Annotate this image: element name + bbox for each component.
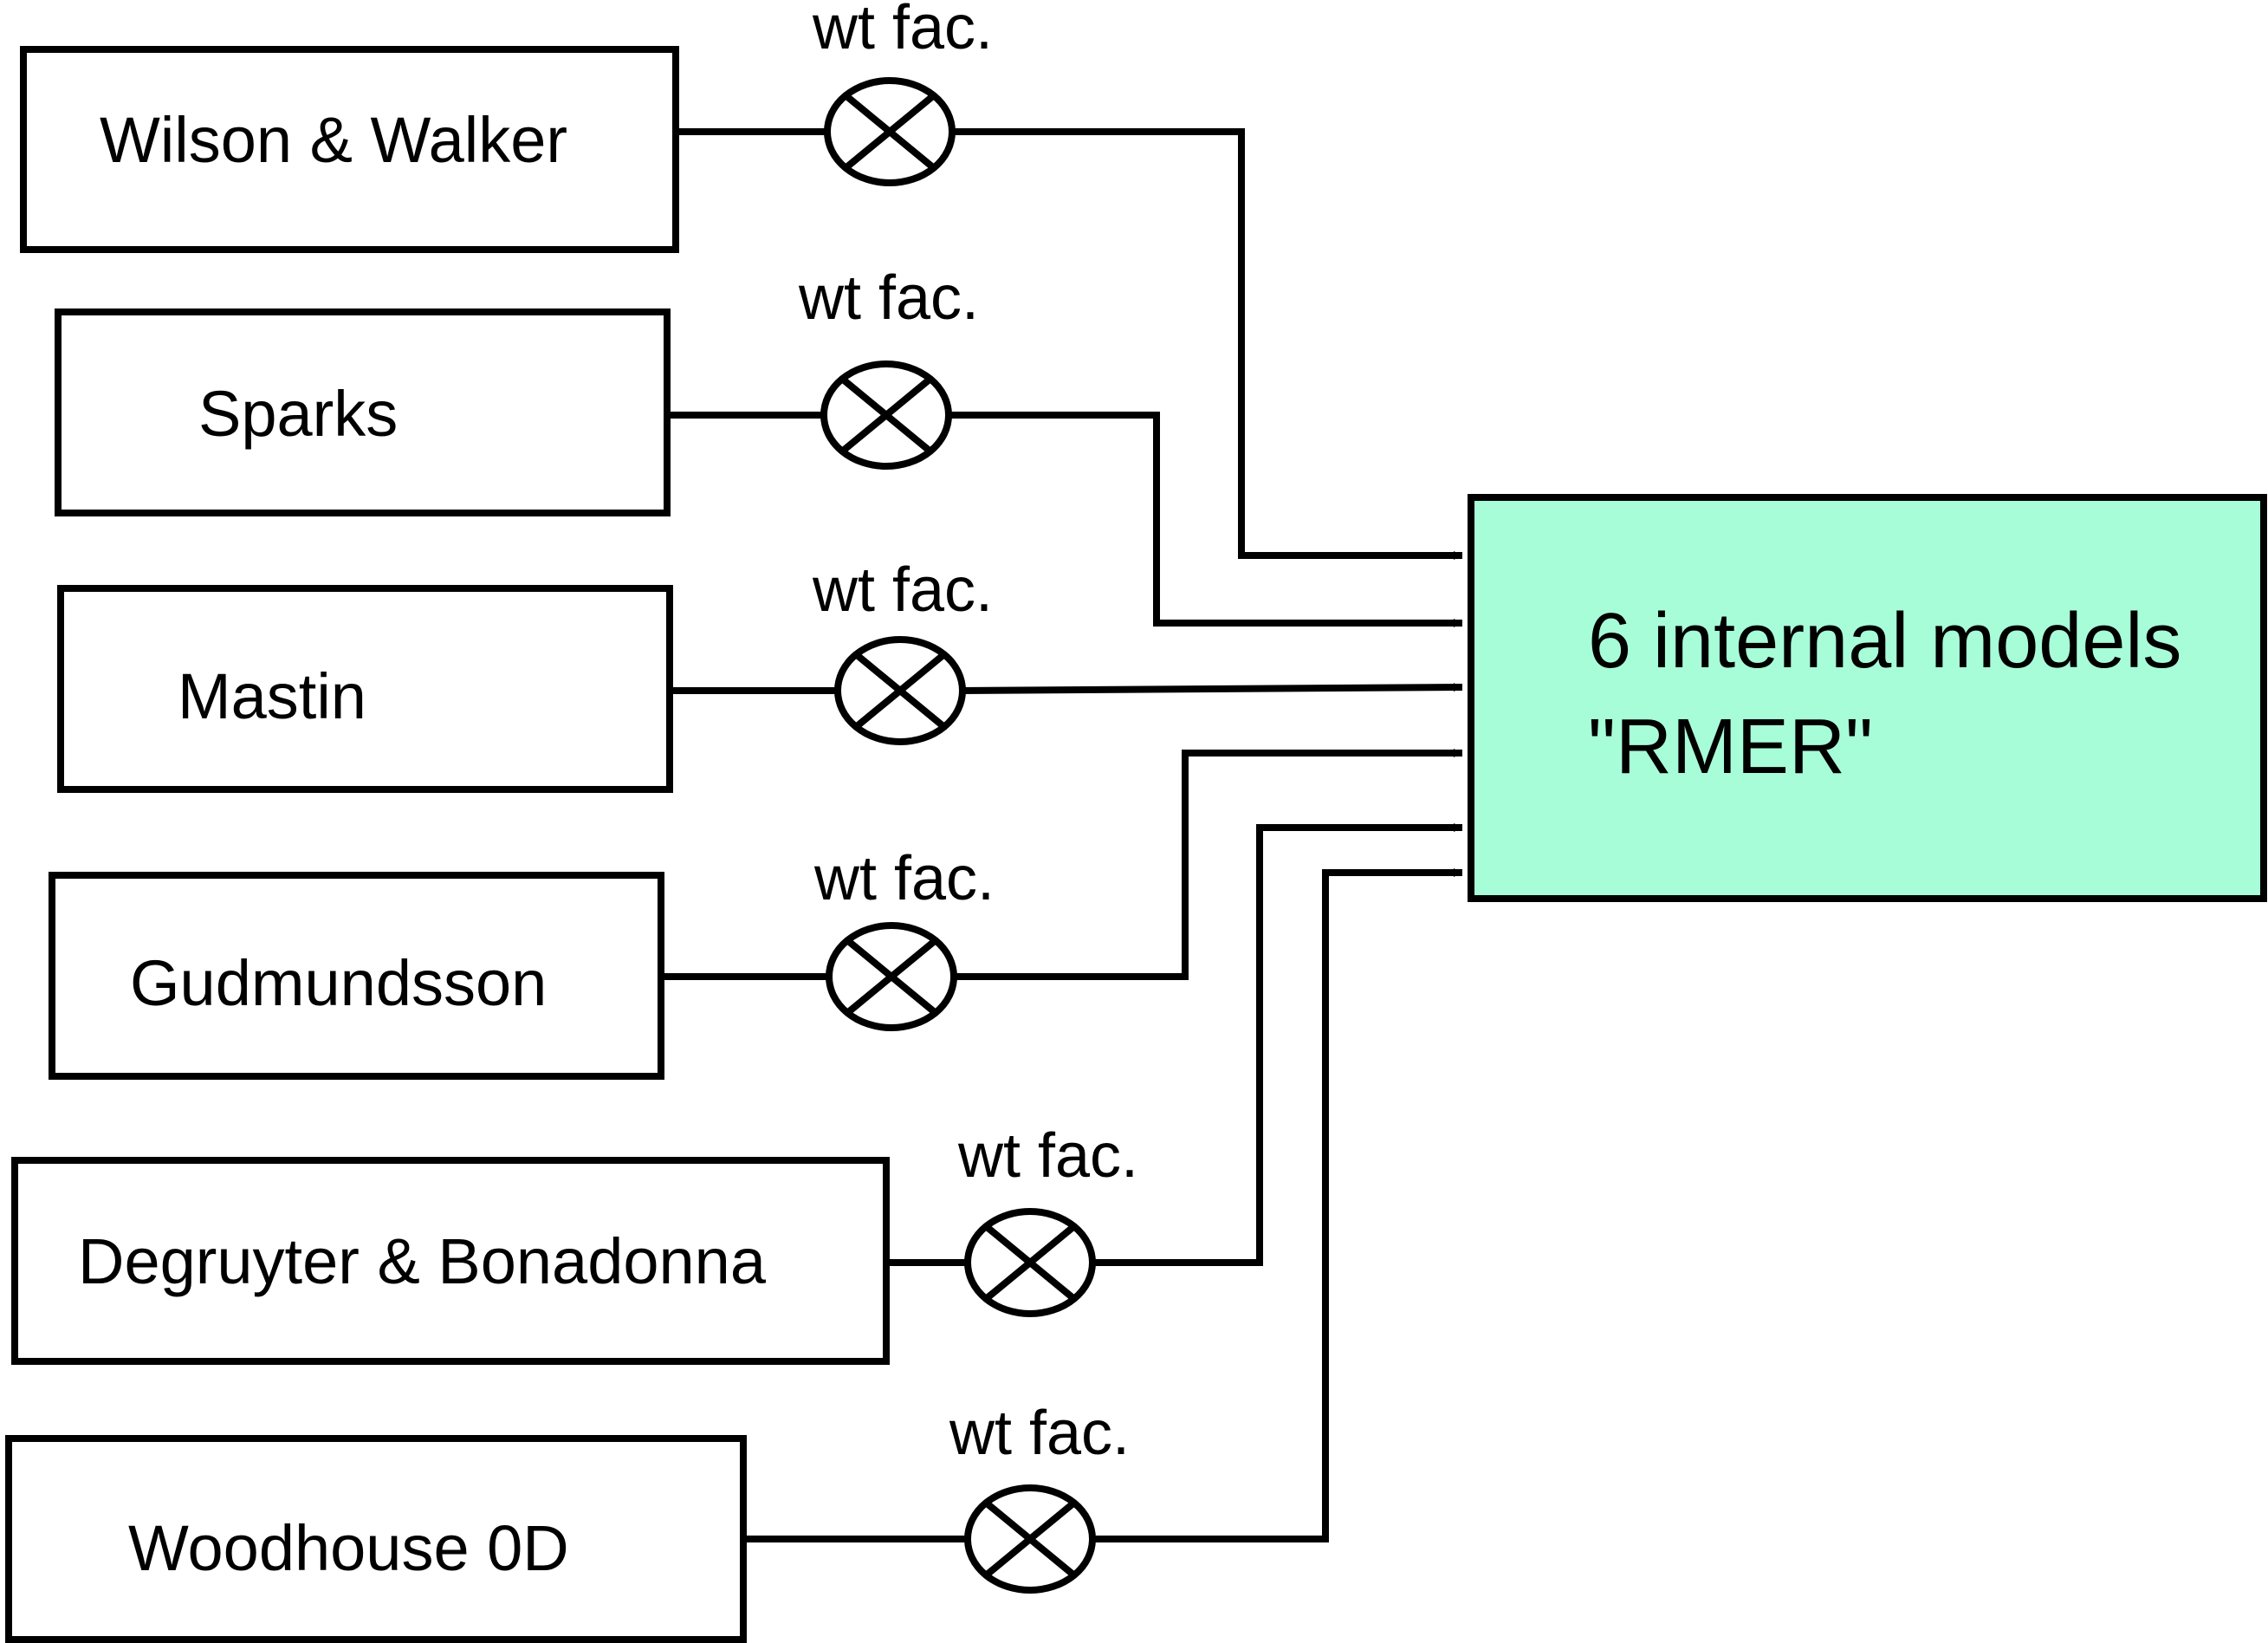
multiplier-icon [964,1208,1096,1317]
connector-line [661,753,1462,980]
weight-factor-label: wt fac. [949,1399,1130,1468]
weight-factor-label: wt fac. [813,844,995,913]
source-box [20,46,679,253]
source-label: Gudmundsson [130,947,547,1019]
rmer-target-node: 6 internal models "RMER" [1468,494,2267,902]
rmer-target-box [1468,494,2267,902]
source-label: Wilson & Walker [100,104,567,176]
connector-line [886,828,1462,1266]
weight-factor-label: wt fac. [798,263,979,333]
source-node-sparks: Sparks wt fac. [55,263,1462,623]
source-node-wilson-walker: Wilson & Walker wt fac. [20,0,1462,555]
target-subtitle: "RMER" [1588,704,1873,790]
source-label: Degruyter & Bonadonna [78,1225,767,1297]
source-node-degruyter-bonadonna: Degruyter & Bonadonna wt fac. [11,828,1462,1365]
connector-line [743,873,1462,1542]
source-label: Mastin [178,660,366,732]
source-node-woodhouse-0d: Woodhouse 0D wt fac. [5,873,1462,1643]
target-title: 6 internal models [1588,598,2181,685]
multiplier-icon [826,922,957,1031]
source-label: Sparks [198,378,398,450]
connector-line [670,687,1462,691]
weight-factor-label: wt fac. [812,0,993,62]
multiplier-icon [834,636,966,745]
connector-line [676,128,1462,555]
source-label: Woodhouse 0D [128,1512,569,1584]
weight-factor-label: wt fac. [812,555,993,625]
source-box [55,308,671,516]
multiplier-icon [820,360,952,470]
connector-line [667,412,1462,623]
weight-factor-label: wt fac. [957,1121,1138,1191]
source-box [11,1157,890,1365]
multiplier-icon [964,1484,1096,1594]
multiplier-icon [824,77,956,186]
source-node-gudmundsson: Gudmundsson wt fac. [49,753,1462,1080]
source-node-mastin: Mastin wt fac. [57,555,1462,793]
source-box [5,1435,747,1643]
